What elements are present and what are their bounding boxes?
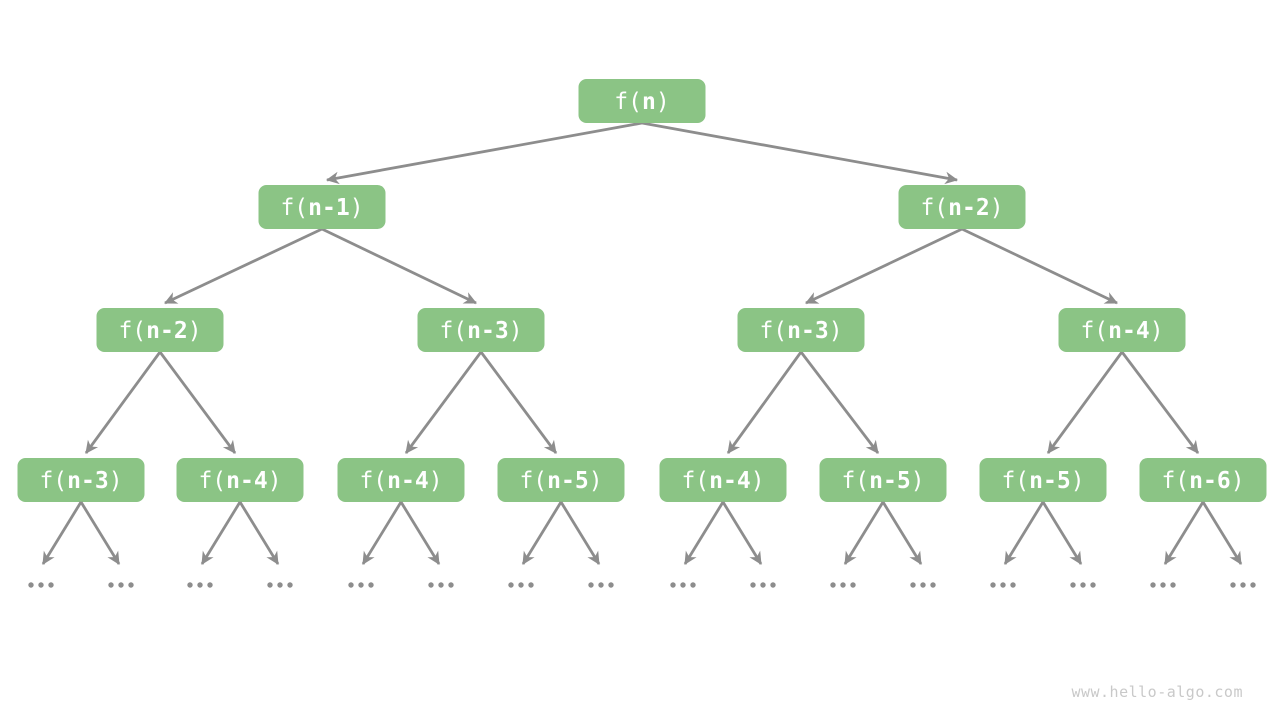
tree-node-label: f(n-3) <box>39 468 122 494</box>
tree-node: f(n-3) <box>17 458 145 502</box>
tree-node-label: f(n-4) <box>359 468 442 494</box>
tree-node-label: f(n-3) <box>439 318 522 344</box>
leaf-edge <box>399 501 441 565</box>
tree-node: f(n-5) <box>497 458 625 502</box>
leaf-ellipsis <box>28 582 54 588</box>
leaf-edge <box>41 501 83 565</box>
leaf-edge <box>238 501 280 565</box>
tree-node-label: f(n-4) <box>681 468 764 494</box>
tree-edge <box>805 227 963 305</box>
leaf-edge <box>843 501 885 565</box>
leaf-ellipsis <box>750 582 776 588</box>
tree-node-label: f(n-2) <box>920 195 1003 221</box>
tree-edge <box>479 351 558 454</box>
tree-edge <box>641 121 959 185</box>
tree-edge <box>726 351 803 454</box>
edge-layer <box>84 121 1200 454</box>
tree-node: f(n-6) <box>1139 458 1267 502</box>
leaf-layer <box>28 501 1256 588</box>
leaf-ellipsis <box>830 582 856 588</box>
tree-edge <box>1046 351 1124 454</box>
leaf-ellipsis <box>588 582 614 588</box>
leaf-edge <box>721 501 763 565</box>
tree-node: f(n-4) <box>1058 308 1186 352</box>
tree-node: f(n-5) <box>819 458 947 502</box>
tree-node-label: f(n-5) <box>841 468 924 494</box>
tree-edge <box>404 351 483 454</box>
tree-node: f(n-5) <box>979 458 1107 502</box>
tree-node: f(n-3) <box>737 308 865 352</box>
leaf-edge <box>559 501 601 565</box>
tree-node-label: f(n-5) <box>519 468 602 494</box>
tree-edge <box>799 351 880 454</box>
watermark: www.hello-algo.com <box>1071 683 1243 701</box>
leaf-ellipsis <box>990 582 1016 588</box>
tree-node: f(n-2) <box>898 185 1026 229</box>
tree-node: f(n) <box>578 79 706 123</box>
tree-node-label: f(n) <box>614 89 669 115</box>
leaf-edge <box>521 501 563 565</box>
tree-edge <box>164 227 323 305</box>
tree-node: f(n-4) <box>337 458 465 502</box>
leaf-edge <box>1201 501 1243 565</box>
leaf-ellipsis <box>108 582 134 588</box>
leaf-edge <box>1041 501 1083 565</box>
tree-edge <box>325 121 643 185</box>
tree-node: f(n-2) <box>96 308 224 352</box>
tree-edge <box>961 227 1118 305</box>
tree-node-label: f(n-2) <box>118 318 201 344</box>
tree-node-label: f(n-4) <box>1080 318 1163 344</box>
leaf-ellipsis <box>1070 582 1096 588</box>
tree-node: f(n-4) <box>659 458 787 502</box>
tree-edge <box>84 351 162 454</box>
tree-node-label: f(n-1) <box>280 195 363 221</box>
leaf-ellipsis <box>348 582 374 588</box>
tree-edge <box>158 351 237 454</box>
leaf-ellipsis <box>670 582 696 588</box>
leaf-edge <box>1163 501 1205 565</box>
node-layer: f(n) f(n-1) f(n-2) f(n-2) f(n-3) f(n-3) f(n-4)… <box>17 79 1267 502</box>
leaf-ellipsis <box>1150 582 1176 588</box>
tree-node-label: f(n-5) <box>1001 468 1084 494</box>
tree-edge <box>1120 351 1200 454</box>
tree-node: f(n-4) <box>176 458 304 502</box>
leaf-edge <box>683 501 725 565</box>
leaf-edge <box>79 501 121 565</box>
tree-node-label: f(n-6) <box>1161 468 1244 494</box>
leaf-edge <box>881 501 923 565</box>
leaf-edge <box>200 501 242 565</box>
leaf-ellipsis <box>508 582 534 588</box>
tree-node-label: f(n-4) <box>198 468 281 494</box>
leaf-ellipsis <box>1230 582 1256 588</box>
leaf-edge <box>361 501 403 565</box>
leaf-ellipsis <box>267 582 293 588</box>
leaf-ellipsis <box>910 582 936 588</box>
leaf-ellipsis <box>428 582 454 588</box>
tree-node: f(n-1) <box>258 185 386 229</box>
tree-node: f(n-3) <box>417 308 545 352</box>
tree-edge <box>321 227 477 305</box>
leaf-edge <box>1003 501 1045 565</box>
leaf-ellipsis <box>187 582 213 588</box>
tree-node-label: f(n-3) <box>759 318 842 344</box>
